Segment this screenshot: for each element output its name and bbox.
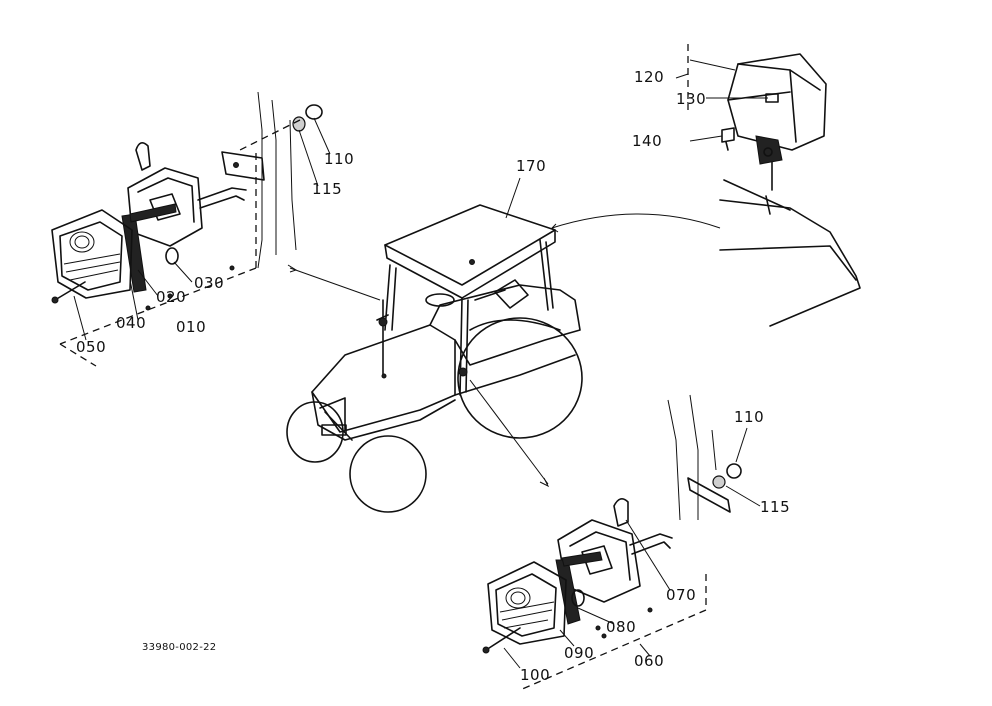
part-label-050: 050 xyxy=(76,338,106,356)
part-label-060: 060 xyxy=(634,652,664,670)
part-label-130: 130 xyxy=(676,90,706,108)
part-label-115-bottom: 115 xyxy=(760,498,790,516)
part-label-110-bottom: 110 xyxy=(734,408,764,426)
part-label-120: 120 xyxy=(634,68,664,86)
part-label-030: 030 xyxy=(194,274,224,292)
drawing-code: 33980-002-22 xyxy=(142,642,216,653)
part-label-110-top: 110 xyxy=(324,150,354,168)
part-label-040: 040 xyxy=(116,314,146,332)
part-label-020: 020 xyxy=(156,288,186,306)
part-label-140: 140 xyxy=(632,132,662,150)
front-lamp-right-assembly xyxy=(469,379,742,691)
part-label-170: 170 xyxy=(516,157,546,175)
leader-lines xyxy=(73,59,768,669)
tractor-illustration xyxy=(286,204,583,513)
part-label-090: 090 xyxy=(564,644,594,662)
part-label-010: 010 xyxy=(176,318,206,336)
rear-work-lamp-assembly xyxy=(551,44,861,327)
part-label-070: 070 xyxy=(666,586,696,604)
front-lamp-left-assembly xyxy=(51,91,381,367)
part-label-080: 080 xyxy=(606,618,636,636)
part-label-100: 100 xyxy=(520,666,550,684)
part-label-115-top: 115 xyxy=(312,180,342,198)
